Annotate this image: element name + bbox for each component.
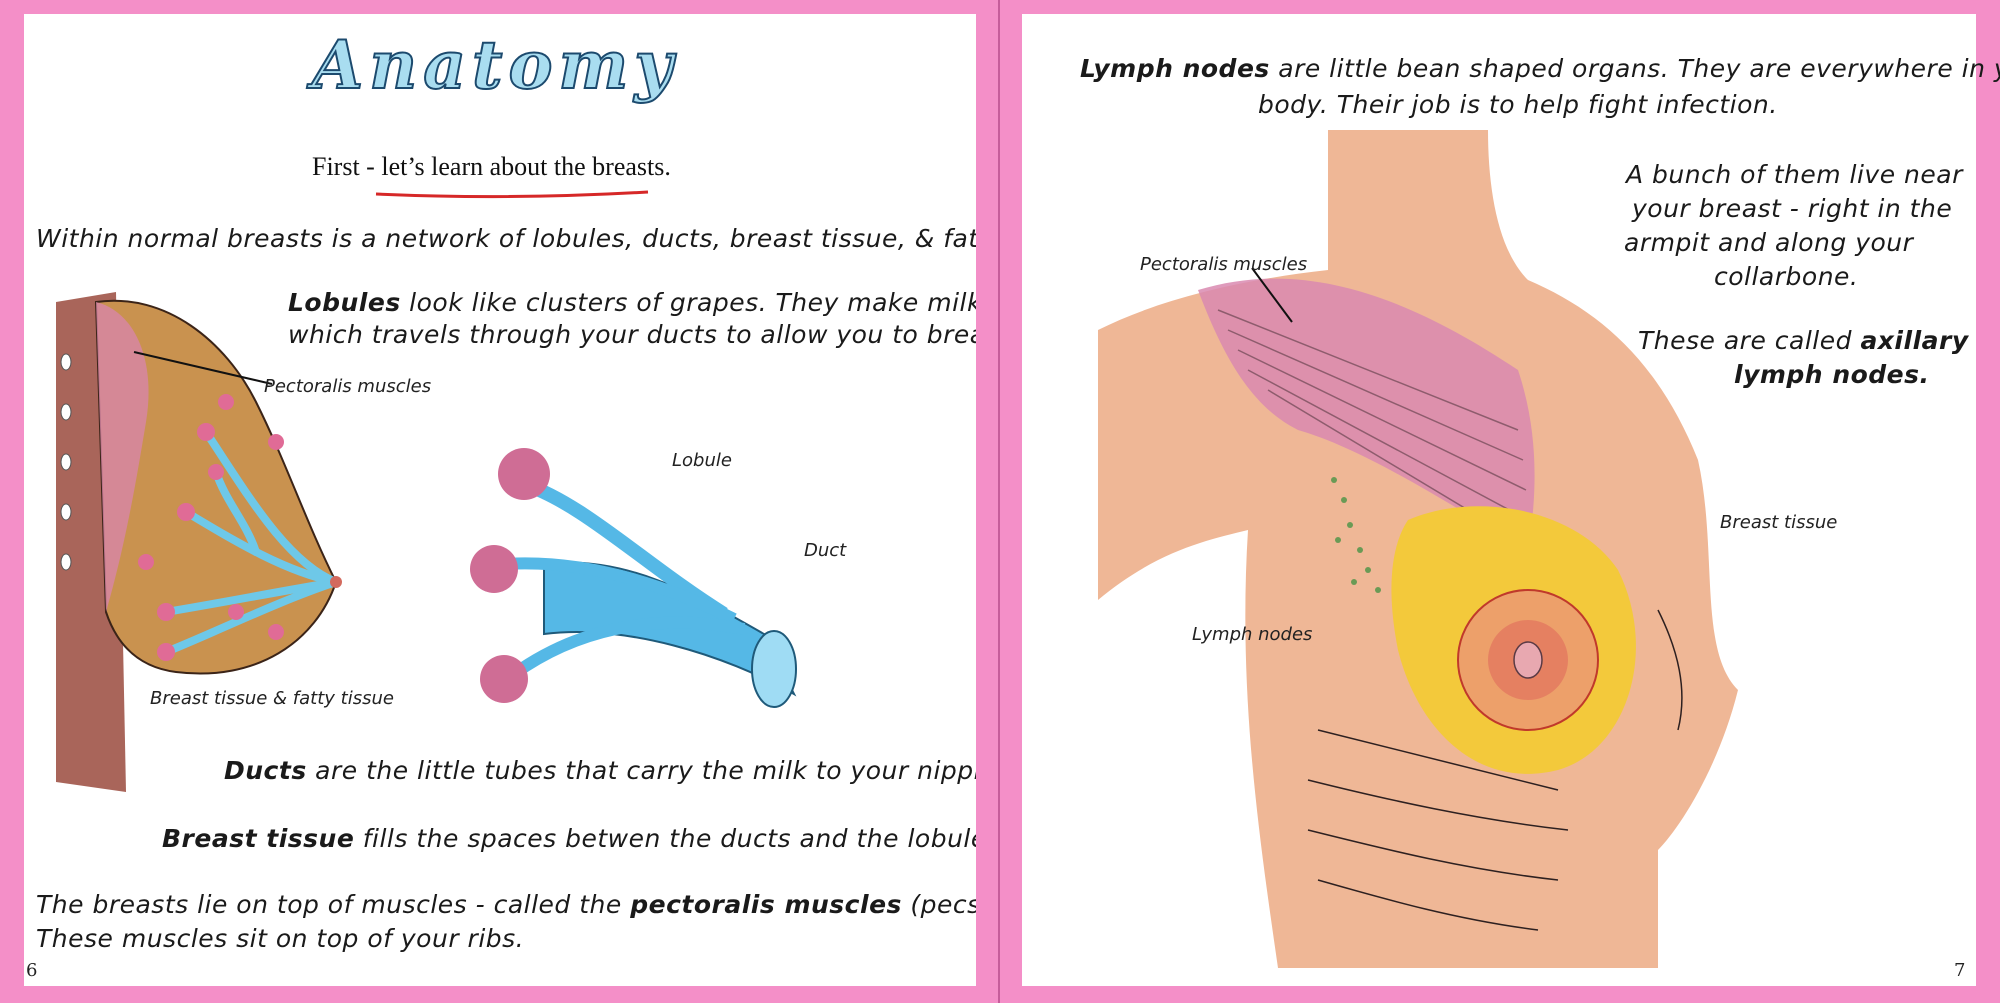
- called-line-2: lymph nodes.: [1734, 360, 1930, 389]
- lobules-term: Lobules: [288, 288, 401, 317]
- lymph-paragraph-line-1: Lymph nodes are little bean shaped organ…: [1080, 54, 2000, 83]
- axillary-term: axillary: [1860, 326, 1969, 355]
- bunch-line-4: collarbone.: [1714, 262, 1859, 291]
- right-page: Lymph nodes are little bean shaped organ…: [1022, 14, 2000, 986]
- pectoralis-muscles-term: pectoralis muscles: [630, 890, 902, 919]
- called-line-1: These are called axillary: [1638, 326, 1969, 355]
- book-gutter: [976, 0, 1022, 1003]
- pectoralis-pointer-line: [133, 351, 273, 385]
- bunch-line-3: armpit and along your: [1624, 228, 1914, 257]
- left-page: Anatomy First - let’s learn about the br…: [24, 14, 1120, 986]
- called-line-1-pre: These are called: [1638, 326, 1852, 355]
- muscles-line-1-pre: The breasts lie on top of muscles - call…: [36, 890, 622, 919]
- subtitle-underline: [375, 190, 649, 199]
- lobules-paragraph: Lobules look like clusters of grapes. Th…: [288, 288, 982, 317]
- breast-tissue-paragraph: Breast tissue fills the spaces betwen th…: [162, 824, 1009, 853]
- intro-text: Within normal breasts is a network of lo…: [36, 224, 1099, 253]
- lobules-line-1: look like clusters of grapes. They make …: [409, 288, 982, 317]
- lymph-nodes-term: Lymph nodes: [1080, 54, 1270, 83]
- pectoralis-label-left: Pectoralis muscles: [264, 376, 432, 397]
- breast-fatty-tissue-label: Breast tissue & fatty tissue: [150, 688, 394, 709]
- page-title: Anatomy: [311, 25, 679, 105]
- ducts-text: are the little tubes that carry the milk…: [315, 756, 1006, 785]
- lymph-paragraph-line-2: body. Their job is to help fight infecti…: [1258, 90, 1778, 119]
- breast-tissue-term: Breast tissue: [162, 824, 355, 853]
- lymph-nodes-label: Lymph nodes: [1192, 624, 1313, 645]
- bunch-line-2: your breast - right in the: [1632, 194, 1953, 223]
- lobule-label: Lobule: [672, 450, 732, 471]
- torso-illustration: [1098, 130, 1738, 968]
- muscles-paragraph-line-2: These muscles sit on top of your ribs.: [36, 924, 525, 953]
- ducts-paragraph: Ducts are the little tubes that carry th…: [224, 756, 1005, 785]
- lobule-duct-illustration: [470, 448, 797, 708]
- ducts-term: Ducts: [224, 756, 307, 785]
- lymph-line-1: are little bean shaped organs. They are …: [1278, 54, 2000, 83]
- subtitle: First - let’s learn about the breasts.: [312, 152, 671, 181]
- breast-cross-section-illustration: [56, 292, 342, 792]
- bunch-line-1: A bunch of them live near: [1626, 160, 1963, 189]
- breast-tissue-text: fills the spaces betwen the ducts and th…: [362, 824, 1009, 853]
- pectoralis-pointer-line-right: [1251, 267, 1293, 323]
- muscles-paragraph-line-1: The breasts lie on top of muscles - call…: [36, 890, 1121, 919]
- duct-label: Duct: [804, 540, 847, 561]
- page-number-right: 7: [1954, 960, 1966, 981]
- page-number-left: 6: [26, 960, 38, 981]
- pectoralis-label-right: Pectoralis muscles: [1140, 254, 1308, 275]
- breast-tissue-label-right: Breast tissue: [1720, 512, 1838, 533]
- lobules-line-2: which travels through your ducts to allo…: [288, 320, 1076, 349]
